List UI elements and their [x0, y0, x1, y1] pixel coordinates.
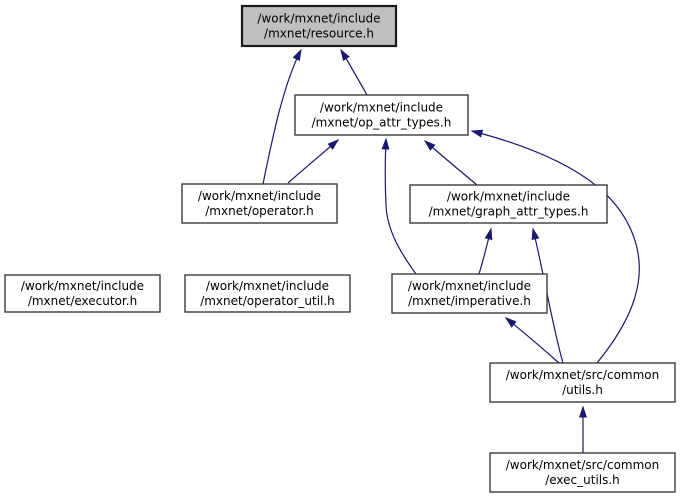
- node-box-resource: [240, 4, 398, 48]
- node-graph_attr_types[interactable]: /work/mxnet/include/mxnet/graph_attr_typ…: [409, 184, 608, 224]
- node-label-op_attr_types-line1: /work/mxnet/include: [320, 101, 443, 115]
- node-label-graph_attr_types-line2: /mxnet/graph_attr_types.h: [429, 205, 589, 219]
- node-label-utils-line2: /utils.h: [562, 383, 603, 397]
- node-label-op_attr_types-line2: /mxnet/op_attr_types.h: [312, 116, 452, 130]
- node-label-executor-line2: /mxnet/executor.h: [28, 294, 137, 308]
- node-box-utils[interactable]: [489, 362, 676, 403]
- node-label-operator_util-line2: /mxnet/operator_util.h: [200, 294, 335, 308]
- node-label-exec_utils-line2: /exec_utils.h: [545, 473, 620, 487]
- node-box-op_attr_types[interactable]: [294, 94, 469, 136]
- edge-utils-to-graph_attr_types: [531, 227, 564, 364]
- node-executor[interactable]: /work/mxnet/include/mxnet/executor.h: [4, 274, 161, 313]
- node-operator[interactable]: /work/mxnet/include/mxnet/operator.h: [181, 183, 338, 224]
- node-label-executor-line1: /work/mxnet/include: [21, 279, 144, 293]
- nodes-layer: /work/mxnet/include/mxnet/resource.h/wor…: [4, 4, 676, 493]
- node-box-operator[interactable]: [181, 183, 338, 224]
- node-box-operator_util[interactable]: [184, 274, 351, 313]
- node-label-imperative-line2: /mxnet/imperative.h: [408, 294, 531, 308]
- node-label-operator-line1: /work/mxnet/include: [198, 189, 321, 203]
- edge-imperative-to-graph_attr_types: [478, 227, 493, 275]
- node-box-graph_attr_types[interactable]: [409, 184, 608, 224]
- node-label-imperative-line1: /work/mxnet/include: [408, 279, 531, 293]
- node-utils[interactable]: /work/mxnet/src/common/utils.h: [489, 362, 676, 403]
- edges-layer: [262, 48, 640, 453]
- node-resource: /work/mxnet/include/mxnet/resource.h: [240, 4, 398, 48]
- node-operator_util[interactable]: /work/mxnet/include/mxnet/operator_util.…: [184, 274, 351, 313]
- node-exec_utils[interactable]: /work/mxnet/src/common/exec_utils.h: [489, 452, 676, 493]
- node-op_attr_types[interactable]: /work/mxnet/include/mxnet/op_attr_types.…: [294, 94, 469, 136]
- node-box-imperative[interactable]: [391, 273, 548, 314]
- node-label-resource-line1: /work/mxnet/include: [257, 12, 380, 26]
- node-label-resource-line2: /mxnet/resource.h: [264, 27, 374, 41]
- node-box-exec_utils[interactable]: [489, 452, 676, 493]
- edge-operator-to-op_attr_types: [287, 139, 340, 184]
- node-label-operator_util-line1: /work/mxnet/include: [206, 279, 329, 293]
- node-label-exec_utils-line1: /work/mxnet/src/common: [506, 458, 659, 472]
- edge-imperative-to-op_attr_types: [381, 137, 417, 275]
- node-label-operator-line2: /mxnet/operator.h: [205, 204, 314, 218]
- edge-op_attr_types-to-resource: [340, 48, 368, 96]
- edge-utils-to-op_attr_types: [470, 129, 640, 364]
- node-imperative[interactable]: /work/mxnet/include/mxnet/imperative.h: [391, 273, 548, 314]
- node-label-utils-line1: /work/mxnet/src/common: [506, 368, 659, 382]
- edge-operator-to-resource: [262, 48, 302, 185]
- edge-utils-to-imperative: [504, 317, 560, 364]
- node-box-executor[interactable]: [4, 274, 161, 313]
- edge-graph_attr_types-to-op_attr_types: [423, 140, 478, 186]
- node-label-graph_attr_types-line1: /work/mxnet/include: [447, 190, 570, 204]
